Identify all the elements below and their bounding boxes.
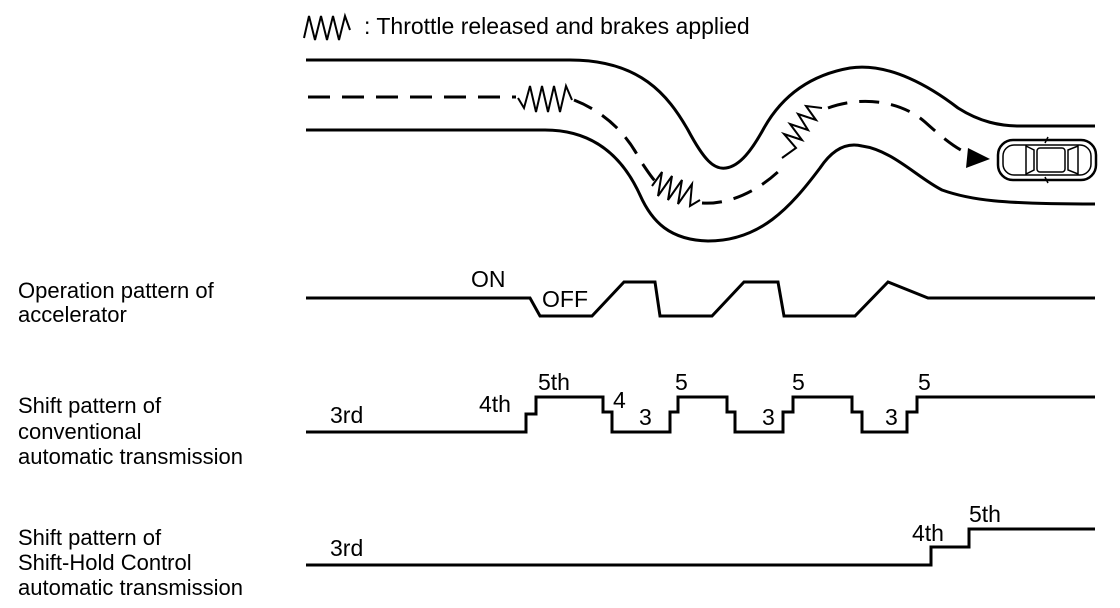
row-label-line: Shift-Hold Control (18, 550, 192, 575)
brake-zigzag-2 (651, 171, 701, 208)
row-label-line: Shift pattern of (18, 393, 162, 418)
row-label-line: Operation pattern of (18, 278, 215, 303)
gear-label: 4th (912, 520, 944, 546)
gear-label: 3 (762, 404, 775, 430)
path-arrowhead (966, 148, 990, 168)
accelerator-waveform: ON OFF (306, 266, 1095, 318)
gear-label: 5 (792, 369, 805, 395)
row-label-line: accelerator (18, 302, 127, 327)
gear-label: 5th (538, 369, 570, 395)
path-dashed-curve-2 (701, 166, 784, 205)
brake-zigzag-3 (780, 104, 823, 159)
row-label-line: Shift pattern of (18, 525, 162, 550)
zigzag-icon (303, 12, 351, 41)
road-lower-edge (306, 128, 1096, 243)
path-dashed-curve-3 (827, 99, 976, 158)
vehicle-path (308, 82, 990, 208)
car-icon (996, 136, 1098, 184)
gear-label: 5 (675, 369, 688, 395)
brake-zigzag-1 (517, 82, 573, 113)
legend: : Throttle released and brakes applied (303, 12, 750, 41)
row-label-line: automatic transmission (18, 444, 243, 469)
conventional-shift-waveform: 3rd 4th 5th 4 3 5 3 5 3 5 (306, 369, 1095, 434)
legend-text: : Throttle released and brakes applied (364, 13, 750, 39)
row-label-line: automatic transmission (18, 575, 243, 600)
conventional-shift-trace (306, 395, 1095, 434)
accelerator-trace (306, 280, 1095, 318)
row-label-conventional: Shift pattern of conventional automatic … (18, 393, 243, 469)
gear-label: 3rd (330, 402, 363, 428)
road (306, 58, 1096, 243)
road-upper-edge (306, 58, 1095, 170)
gear-label: 5 (918, 369, 931, 395)
row-label-accelerator: Operation pattern of accelerator (18, 278, 215, 327)
gear-label: 3rd (330, 535, 363, 561)
accelerator-on-label: ON (471, 266, 506, 292)
gear-label: 5th (969, 501, 1001, 527)
shift-hold-trace (306, 527, 1095, 567)
row-label-line: conventional (18, 419, 142, 444)
shift-hold-waveform: 3rd 4th 5th (306, 501, 1095, 567)
gear-label: 3 (885, 404, 898, 430)
accelerator-off-label: OFF (542, 286, 588, 312)
row-label-shift-hold: Shift pattern of Shift-Hold Control auto… (18, 525, 243, 600)
path-dashed-curve-1 (573, 98, 658, 184)
gear-label: 4th (479, 391, 511, 417)
gear-label: 3 (639, 404, 652, 430)
gear-label: 4 (613, 387, 626, 413)
